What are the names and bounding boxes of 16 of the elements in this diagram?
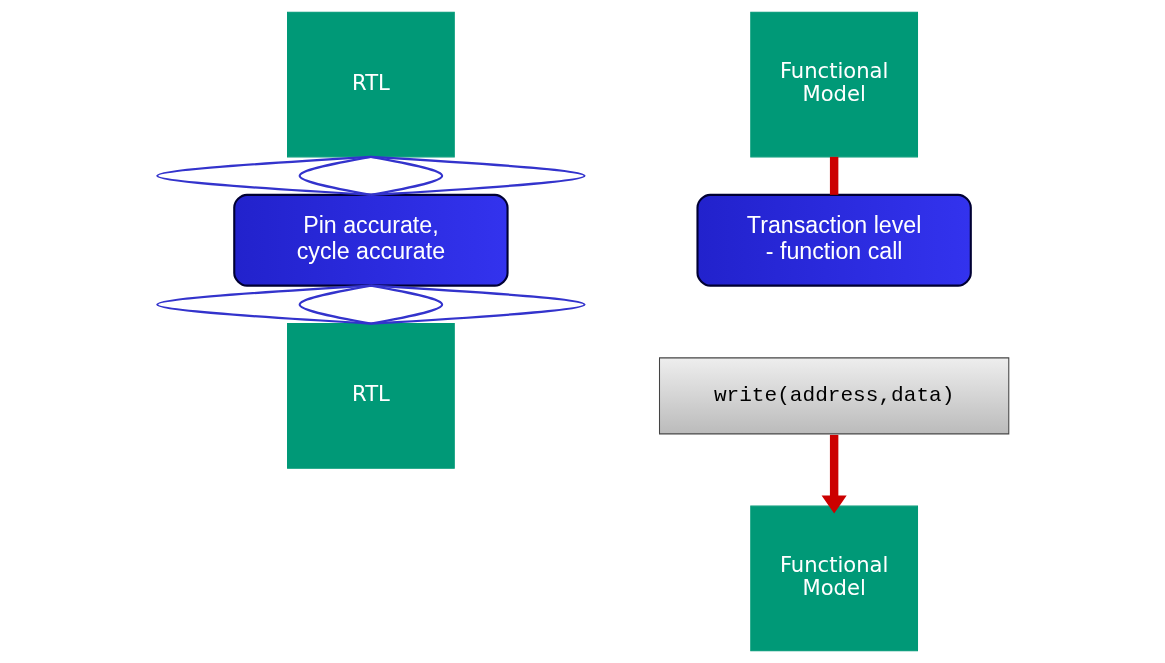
node-box: Functional Model [749,505,918,652]
node-box: Functional Model [749,11,918,158]
node-box: write(address,data) [658,357,1009,435]
connector [157,284,371,325]
node-box: Transaction level - function call [695,193,972,287]
connector [298,284,371,325]
node-box: Pin accurate, cycle accurate [232,193,509,287]
node-box: RTL [286,323,455,469]
connector [370,284,584,325]
connector [370,155,584,196]
connector [370,155,443,196]
connector [298,155,371,196]
node-box: RTL [286,11,455,158]
connector [157,155,371,196]
connector [829,156,838,195]
arrow [821,434,847,514]
